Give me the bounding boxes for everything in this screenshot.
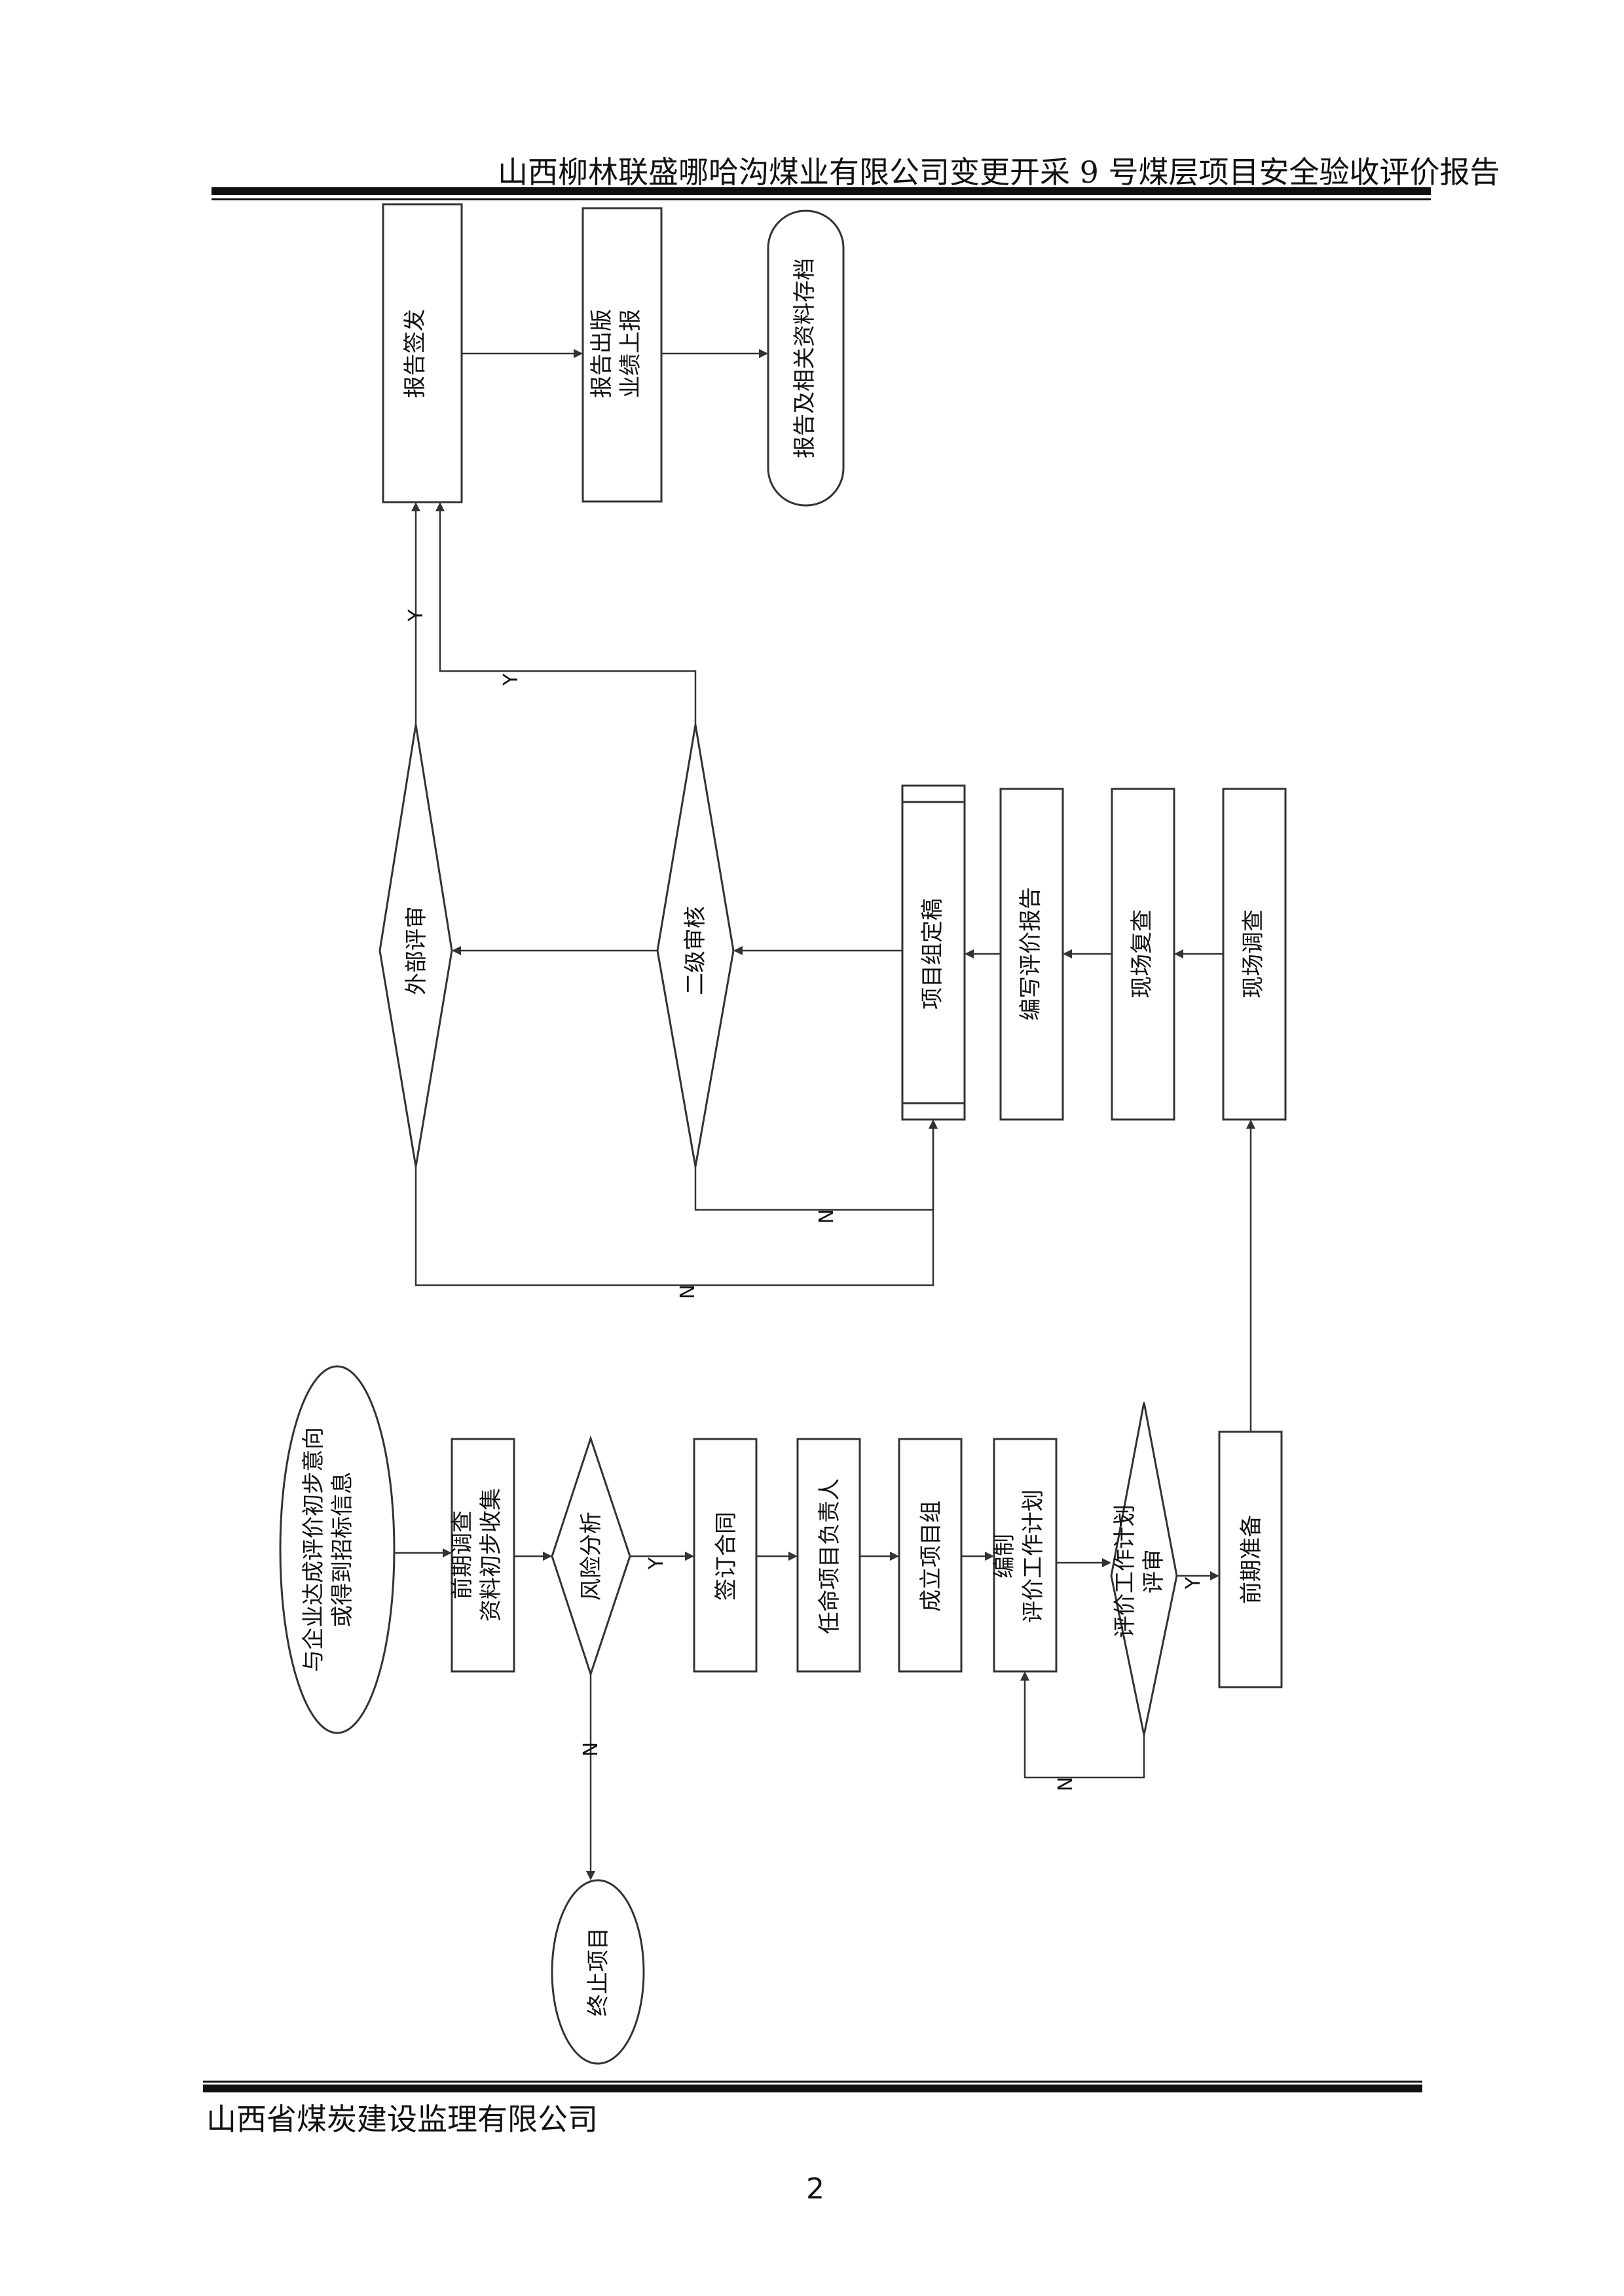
page-number: 2 [806, 2172, 824, 2206]
node-plan-review-line1: 评价工作计划 [1112, 1504, 1138, 1638]
node-external-review: 外部评审 [403, 906, 430, 995]
node-team-finalize: 项目组定稿 [919, 898, 946, 1010]
no-label: N [580, 1742, 602, 1757]
footer-company: 山西省煤炭建设监理有限公司 [206, 2102, 598, 2137]
no-label: N [815, 1209, 838, 1224]
node-start-line1: 与企业达成评价初步意向 [301, 1427, 327, 1672]
node-archive: 报告及相关资料存档 [792, 258, 818, 458]
node-plan-review-line2: 评审 [1141, 1549, 1167, 1594]
yes-label: Y [405, 609, 428, 622]
node-risk-analysis: 风险分析 [578, 1512, 604, 1601]
node-report-publish-line1: 报告出版 [589, 309, 615, 398]
node-sign-contract: 签订合同 [713, 1512, 739, 1601]
node-second-review: 二级审核 [682, 906, 709, 995]
node-terminate: 终止项目 [585, 1927, 612, 2016]
yes-label: Y [645, 1557, 668, 1570]
header-rule-thin [212, 198, 1431, 200]
page-header-title: 山西柳林联盛哪哈沟煤业有限公司变更开采 9 号煤层项目安全验收评价报告 [498, 155, 1500, 190]
node-plan-line2: 评价工作计划 [1020, 1489, 1046, 1623]
no-label: N [676, 1285, 699, 1299]
node-pre-survey-line1: 前期调查 [449, 1510, 475, 1599]
node-start-line2: 或得到招标信息 [329, 1472, 356, 1628]
node-report-issue: 报告签发 [402, 309, 428, 398]
node-pre-survey-line2: 资料初步收集 [478, 1488, 504, 1622]
header-rule [212, 187, 1431, 195]
yes-label: Y [500, 673, 523, 686]
yes-label: Y [1182, 1576, 1205, 1590]
no-label: N [1054, 1777, 1077, 1791]
footer-rule-thin [203, 2081, 1422, 2083]
node-plan-line1: 编制 [991, 1534, 1018, 1578]
node-site-survey: 现场调查 [1240, 909, 1266, 998]
footer-rule [203, 2085, 1422, 2092]
node-site-recheck: 现场复查 [1129, 909, 1155, 998]
node-form-team: 成立项目组 [918, 1501, 944, 1612]
node-appoint-leader: 任命项目负责人 [817, 1478, 843, 1634]
node-write-report: 编写评价报告 [1018, 887, 1044, 1021]
node-preparation: 前期准备 [1238, 1515, 1264, 1604]
node-report-publish-line2: 业绩上报 [618, 309, 644, 398]
